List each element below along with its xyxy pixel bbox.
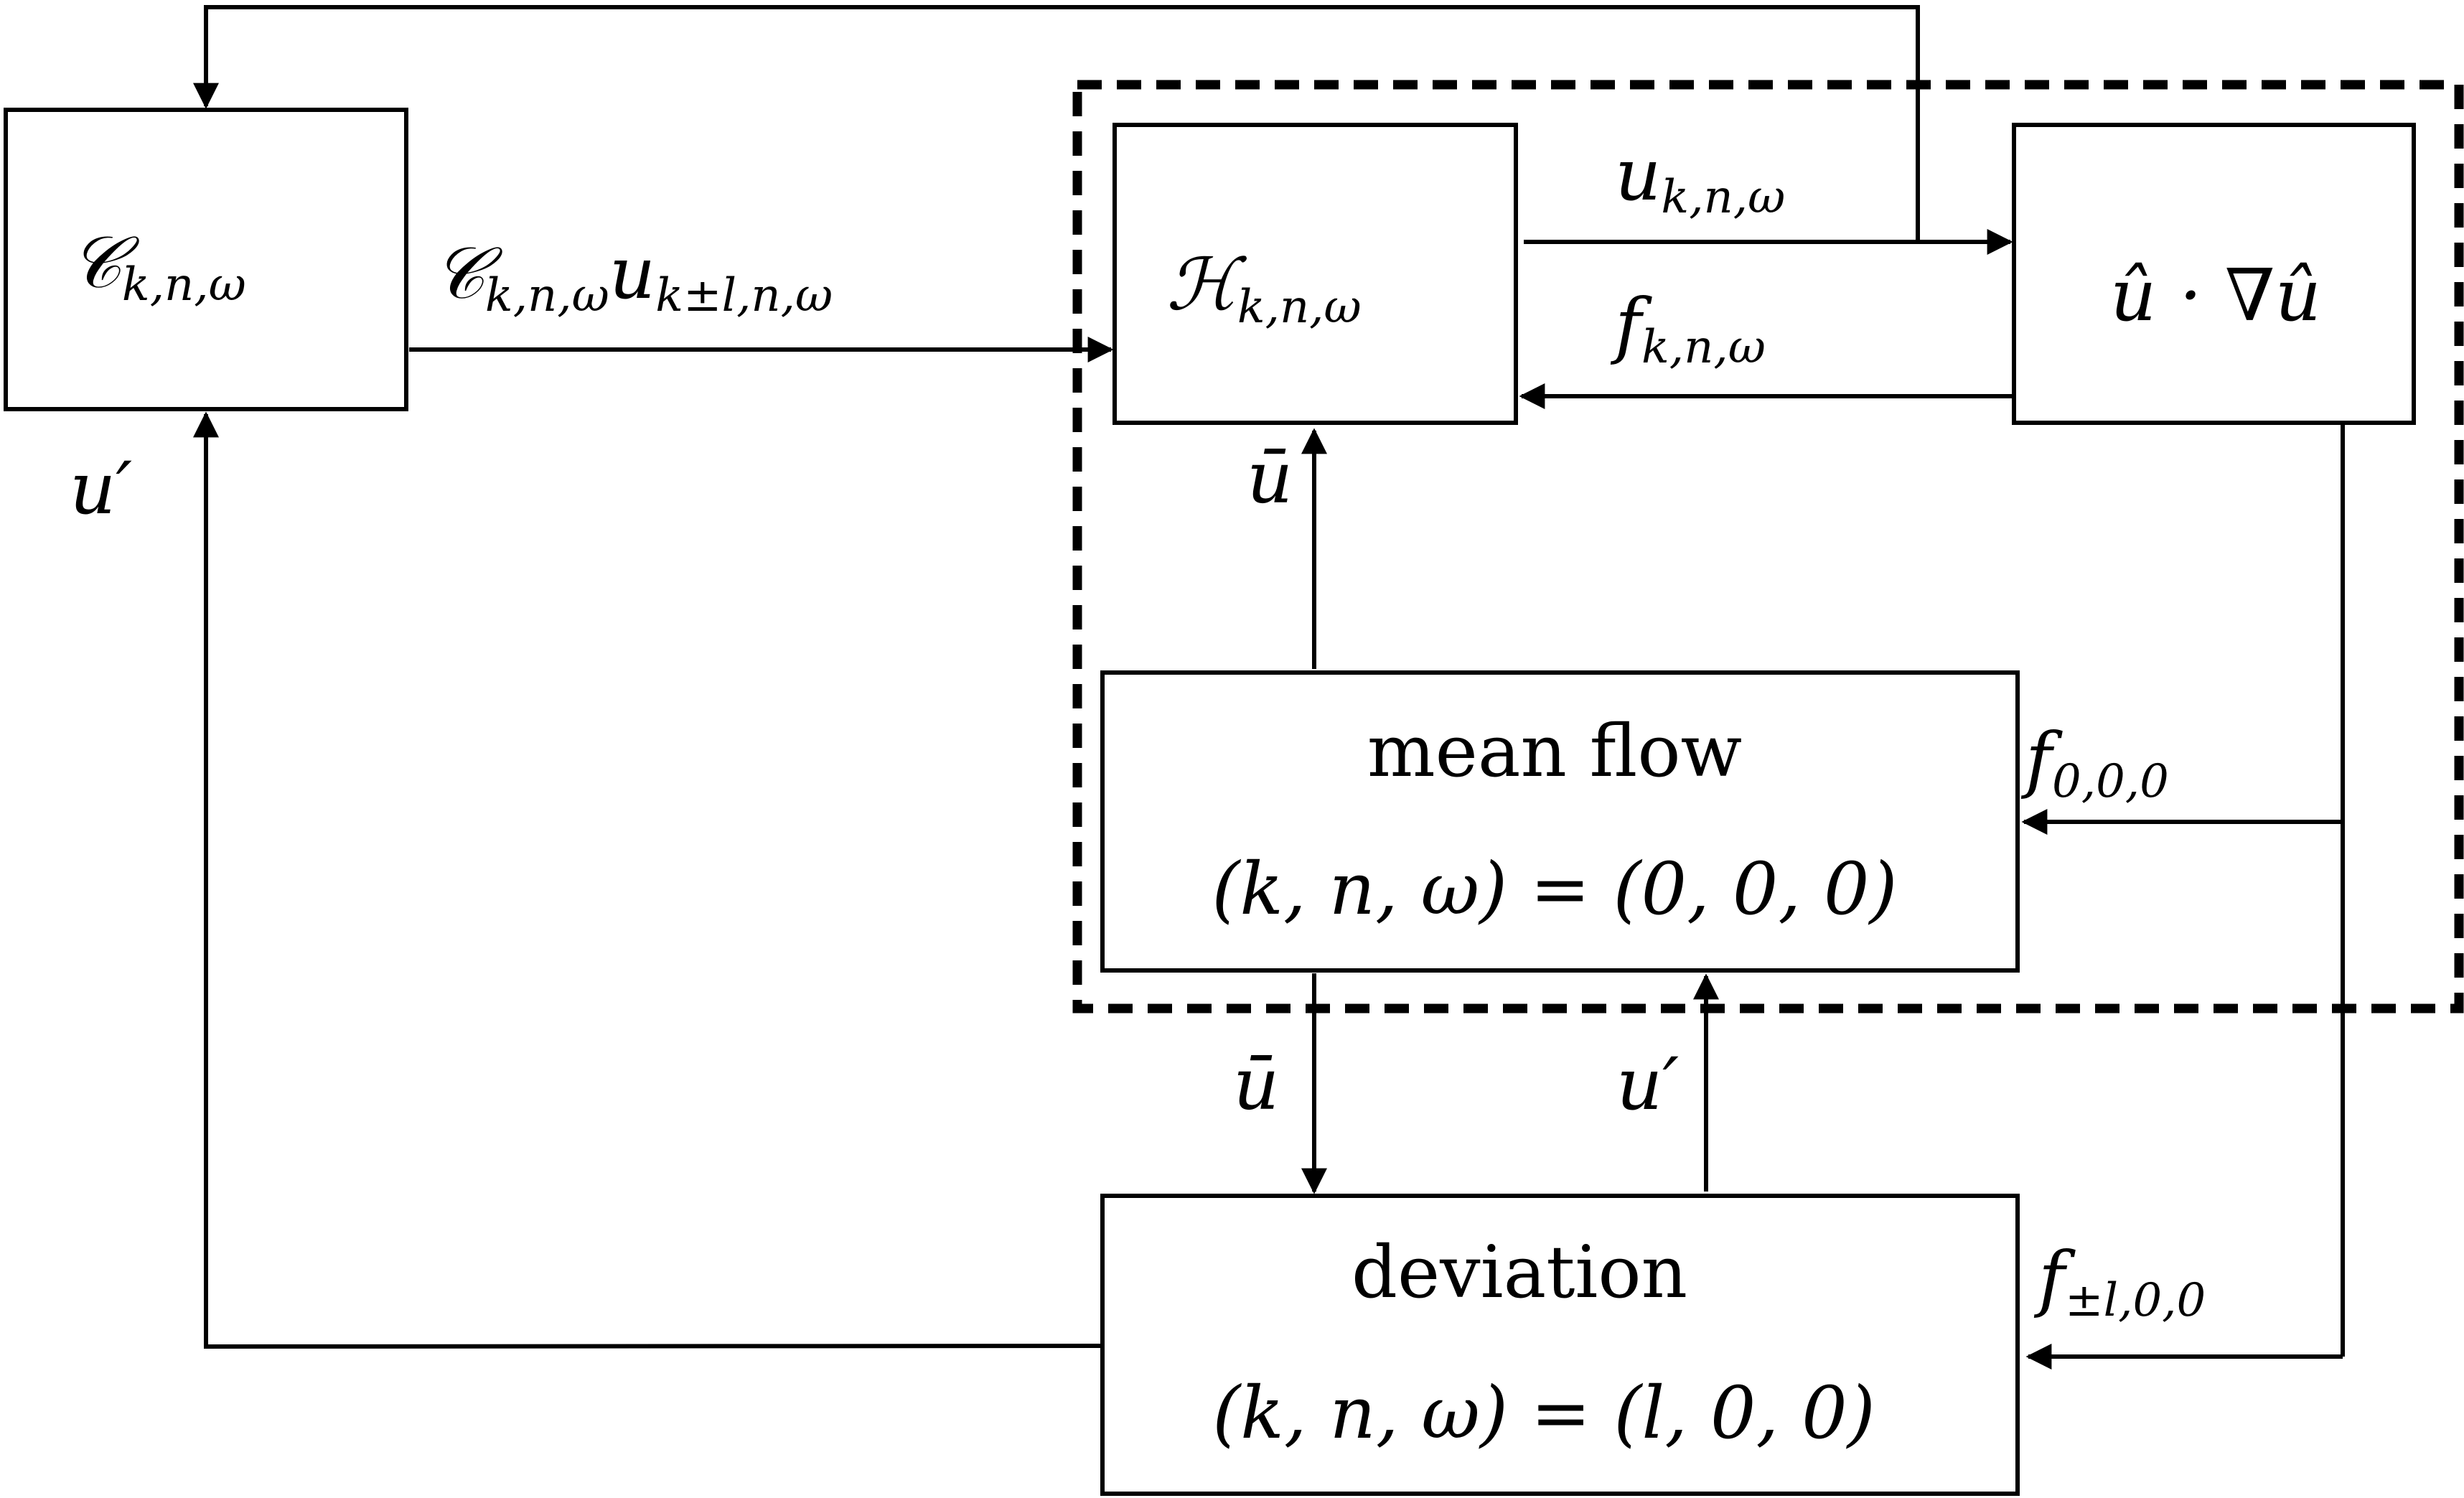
deviation-index: (k, n, ω) = (l, 0, 0) [1212,1371,1875,1455]
forcing-mean-label: f0,0,0 [2020,717,2169,808]
connectors [193,5,2345,1370]
dashed-boundary [1072,80,2464,1014]
coupling-subscript: k,n,ω [122,258,246,312]
arrow-deviation-to-coupling [193,411,1103,1349]
fluctuation-left-label: u′ [70,446,132,530]
feedback-arrow-top [193,5,1920,243]
resolvent-symbol: ℋ [1166,243,1247,327]
mean-flow-block: mean flow (k, n, ω) = (0, 0, 0) [1100,670,2020,973]
mean-velocity-bottom-label: ū [1233,1042,1279,1126]
svg-text:ℋk,n,ω: ℋk,n,ω [1166,243,1362,334]
forcing-deviation-label: f±l,0,0 [2033,1236,2206,1327]
nonlinear-block: û · ∇û [2012,123,2416,425]
forcing-mode-label: fk,n,ω [1610,283,1766,374]
mean-flow-index: (k, n, ω) = (0, 0, 0) [1212,847,1897,931]
mean-flow-title: mean flow [1367,709,1742,793]
resolvent-block: ℋk,n,ω [1112,123,1518,425]
nonlinear-label: û · ∇û [2110,253,2321,337]
deviation-block: deviation (k, n, ω) = (l, 0, 0) [1100,1194,2020,1496]
deviation-title: deviation [1352,1230,1687,1314]
mean-velocity-top-label: ū [1247,436,1293,520]
coupled-input-label: 𝒞k,n,ωuk±l,n,ω [433,231,833,322]
velocity-mode-label: uk,n,ω [1615,133,1785,224]
resolvent-subscript: k,n,ω [1237,281,1362,334]
fluctuation-bottom-label: u′ [1616,1042,1679,1126]
coupling-block: 𝒞k,n,ω [4,108,408,411]
